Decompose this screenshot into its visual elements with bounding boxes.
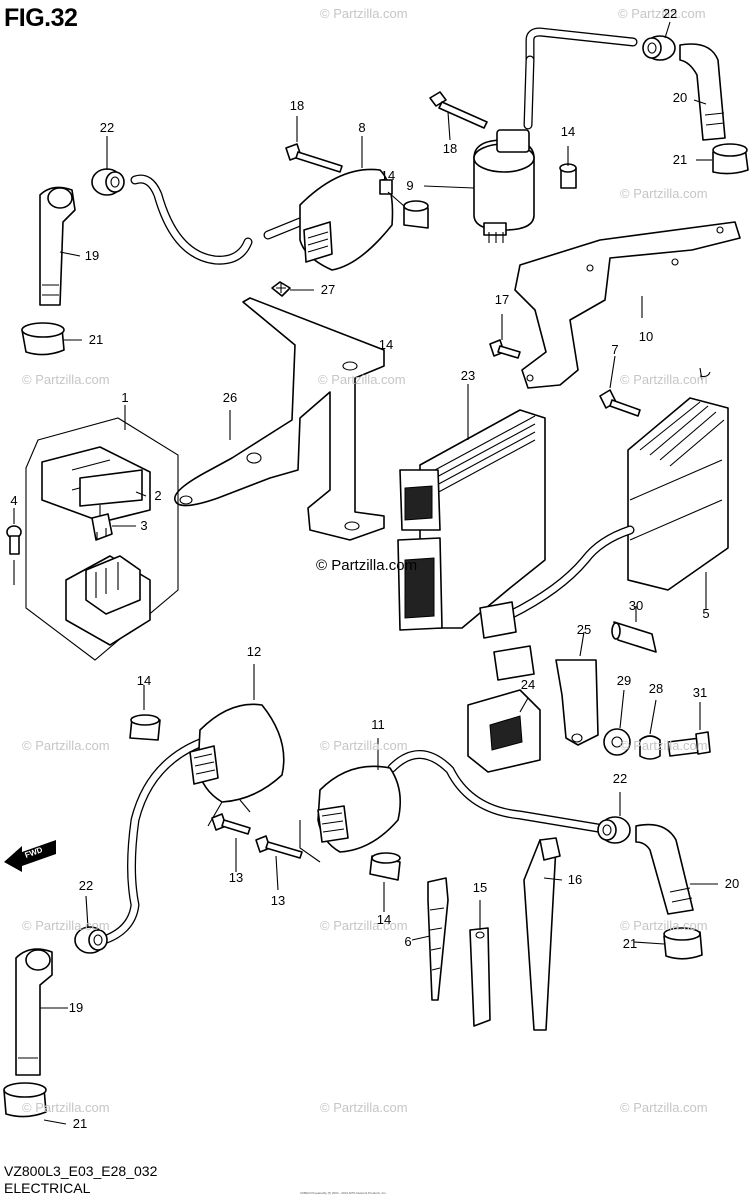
callout: 10: [638, 329, 654, 344]
watermark: © Partzilla.com: [320, 918, 408, 933]
footer-small-code: VZ8023: [300, 1191, 311, 1195]
watermark: © Partzilla.com: [320, 6, 408, 21]
callout: 19: [84, 248, 100, 263]
bracket-icon: [174, 281, 385, 541]
relay-icon: [6, 417, 179, 661]
callout: 2: [154, 488, 162, 503]
watermark: © Partzilla.com: [620, 186, 708, 201]
callout: 18: [289, 98, 305, 113]
callout: 20: [724, 876, 740, 891]
callout: 21: [622, 936, 638, 951]
callout: 8: [358, 120, 366, 135]
callout: 14: [378, 337, 394, 352]
callout: 15: [472, 880, 488, 895]
callout: 16: [567, 872, 583, 887]
bolt-icon: [467, 621, 711, 773]
ignition-coil-icon: [3, 703, 303, 1118]
ignition-coil-icon: [21, 143, 429, 356]
watermark: © Partzilla.com: [22, 1100, 110, 1115]
callout: 19: [68, 1000, 84, 1015]
ecm-icon: [397, 409, 546, 631]
leader-lines: [13, 21, 718, 1125]
watermark: © Partzilla.com: [22, 918, 110, 933]
callout: 18: [442, 141, 458, 156]
callout: 1: [121, 390, 129, 405]
footer-note: VZ8023 Preparedby [?] 2004 - 2013 APIS N…: [300, 1191, 386, 1195]
callout: 21: [88, 332, 104, 347]
section-title: ELECTRICAL: [4, 1180, 91, 1196]
watermark: © Partzilla.com: [22, 738, 110, 753]
callout: 5: [702, 606, 710, 621]
watermark: © Partzilla.com: [318, 372, 406, 387]
fwd-arrow-icon: FWD: [4, 840, 56, 872]
callout: 29: [616, 673, 632, 688]
watermark: © Partzilla.com: [320, 738, 408, 753]
callout: 21: [72, 1116, 88, 1131]
callout: 30: [628, 598, 644, 613]
figure-title: FIG.32: [4, 4, 78, 32]
callout: 4: [10, 493, 18, 508]
bracket-icon: [489, 221, 741, 389]
callout: 26: [222, 390, 238, 405]
callout: 14: [136, 673, 152, 688]
callout: 27: [320, 282, 336, 297]
callout: 13: [270, 893, 286, 908]
callout: 21: [672, 152, 688, 167]
diagram-code: VZ800L3_E03_E28_032: [4, 1163, 158, 1179]
callout: 28: [648, 681, 664, 696]
watermark: © Partzilla.com: [620, 738, 708, 753]
watermark: © Partzilla.com: [320, 1100, 408, 1115]
callout: 23: [460, 368, 476, 383]
callout: 22: [99, 120, 115, 135]
callout: 22: [78, 878, 94, 893]
watermark: © Partzilla.com: [620, 1100, 708, 1115]
callout: 7: [611, 342, 619, 357]
callout: 3: [140, 518, 148, 533]
callout: 25: [576, 622, 592, 637]
ignition-coil-icon: [429, 55, 577, 243]
callout: 13: [228, 870, 244, 885]
regulator-rectifier-icon: [479, 367, 729, 681]
callout: 6: [404, 934, 412, 949]
watermark: © Partzilla.com: [620, 918, 708, 933]
watermark: © Partzilla.com: [618, 6, 706, 21]
spark-plug-cap-icon: [525, 27, 749, 175]
ignition-coil-icon: [299, 750, 703, 960]
watermark: © Partzilla.com: [620, 372, 708, 387]
callout: 22: [612, 771, 628, 786]
callout: 31: [692, 685, 708, 700]
callout: 20: [672, 90, 688, 105]
callout: 14: [560, 124, 576, 139]
callout: 14: [376, 912, 392, 927]
footer-small-note: Preparedby [?] 2004 - 2013 APIS Network …: [311, 1191, 387, 1195]
callout: 9: [406, 178, 414, 193]
watermark: © Partzilla.com: [22, 372, 110, 387]
watermark-main: © Partzilla.com: [316, 557, 418, 574]
callout: 12: [246, 644, 262, 659]
callout: 22: [662, 6, 678, 21]
callout: 17: [494, 292, 510, 307]
callout: 24: [520, 677, 536, 692]
cable-tie-icon: [427, 837, 561, 1031]
callout: 11: [371, 717, 385, 732]
callout: 14: [380, 168, 396, 183]
